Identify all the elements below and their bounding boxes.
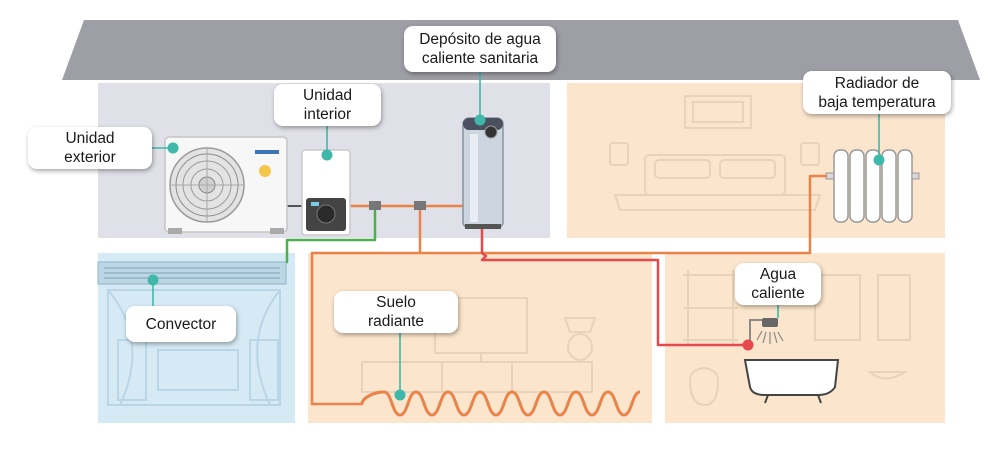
underfloor-coil (360, 390, 641, 417)
label-convector: Convector (126, 306, 236, 342)
label-deposito-line1: Depósito de agua (419, 31, 541, 48)
label-deposito: Depósito de agua caliente sanitaria (404, 26, 556, 72)
label-agua-caliente: Agua caliente (735, 263, 821, 305)
label-radiador-line2: baja temperatura (818, 93, 936, 111)
label-unidad-exterior: Unidad exterior (28, 127, 152, 169)
pipe-orange-floor (310, 204, 422, 406)
label-suelo-line2: radiante (367, 313, 424, 330)
label-unidad-exterior-line2: exterior (64, 149, 116, 166)
label-suelo-line1: Suelo (376, 294, 416, 311)
pipe-orange-radiator (418, 174, 828, 255)
label-convector-line1: Convector (145, 315, 217, 333)
callout-dots (147, 114, 885, 401)
label-agua-line1: Agua (759, 266, 797, 283)
water-tank (462, 117, 504, 229)
label-unidad-interior: Unidad interior (274, 84, 381, 126)
label-agua-line2: caliente (751, 285, 805, 302)
hot-water-dot (742, 339, 754, 351)
label-radiador: Radiador de baja temperatura (803, 71, 951, 114)
label-suelo-radiante: Suelo radiante (334, 291, 458, 333)
pipe-junction (369, 201, 381, 210)
outdoor-unit (164, 136, 288, 234)
shower-bathtub (743, 318, 840, 404)
convector-unit (97, 261, 287, 285)
room-living (308, 253, 652, 423)
label-unidad-interior-line2: interior (303, 106, 352, 123)
pipe-green-convector (285, 204, 377, 264)
bathroom-furniture (683, 270, 911, 407)
pipes (285, 174, 828, 406)
label-radiador-line1: Radiador de (834, 74, 920, 92)
label-unidad-exterior-line1: Unidad (65, 130, 115, 147)
bedroom-furniture (609, 95, 822, 211)
pipe-red-hotwater (480, 226, 747, 347)
label-deposito-line2: caliente sanitaria (421, 50, 539, 67)
indoor-unit (301, 149, 351, 236)
pipe-junction (414, 201, 426, 210)
label-unidad-interior-line1: Unidad (302, 87, 353, 104)
radiator (825, 149, 920, 223)
dining-furniture (107, 289, 281, 406)
